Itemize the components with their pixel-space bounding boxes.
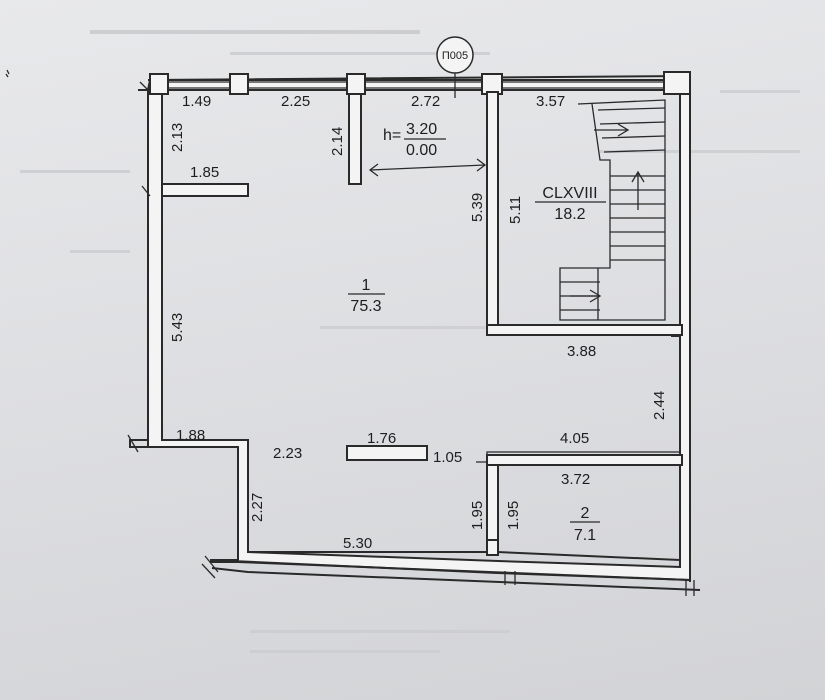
height-label: h= 3.20 0.00 [383,121,446,159]
tag-marker: П005 [436,36,474,98]
dim-right-upper: 3.88 [567,343,596,360]
height-prefix: h= [383,127,401,144]
dim-partition-b: 1.95 [505,501,522,530]
margin-mark [5,69,10,78]
dim-column: 1.76 [367,430,396,447]
dim-top-a: 1.49 [182,93,211,110]
horizontal-dimensions: 1.49 2.25 2.72 3.57 1.85 3.88 4.05 1.88 … [176,93,596,552]
stair-room-walls [486,91,683,336]
room-area: 7.1 [574,527,596,544]
dim-lower-mid: 2.23 [273,445,302,462]
room-1-label: 1 75.3 [348,277,385,315]
room-stair-label: CLXVIII 18.2 [535,185,606,223]
room-number: CLXVIII [542,185,597,202]
height-arrow [368,158,487,177]
dim-bottom: 5.30 [343,535,372,552]
room-number: 2 [581,505,590,522]
dim-lower-left: 1.88 [176,427,205,444]
room-area: 18.2 [554,206,585,223]
dim-ledge: 1.85 [190,164,219,181]
dim-top-c: 2.72 [411,93,440,110]
room-area: 75.3 [350,298,381,315]
dim-room2-width: 3.72 [561,471,590,488]
wall-ledge [161,183,249,197]
height-bottom: 0.00 [406,142,437,159]
break-marks [127,81,695,596]
dim-left: 5.43 [169,313,186,342]
dim-mid-right: 4.05 [560,430,589,447]
background-bleed [20,30,800,653]
tag-label: П005 [442,50,468,62]
column [346,445,428,461]
room-number: 1 [362,277,371,294]
height-top: 3.20 [406,121,437,138]
dim-pier: 2.14 [329,127,346,156]
dim-lower-height: 2.27 [249,493,266,522]
stair [559,99,666,321]
dim-stair-inner: 5.11 [507,196,524,224]
dim-partition-a: 1.95 [469,501,486,530]
dim-stair-left: 5.39 [469,193,486,222]
room2-walls [476,451,683,556]
dim-top-d: 3.57 [536,93,565,110]
dim-top-b: 2.25 [281,93,310,110]
room-2-label: 2 7.1 [570,505,600,544]
dim-right: 2.44 [651,391,668,420]
dim-left-top: 2.13 [169,123,186,152]
dim-step: 1.05 [433,449,462,466]
vertical-dimensions: 2.13 2.14 5.43 5.39 5.11 2.44 2.27 1.95 … [169,123,668,530]
interior-pier [348,93,362,185]
